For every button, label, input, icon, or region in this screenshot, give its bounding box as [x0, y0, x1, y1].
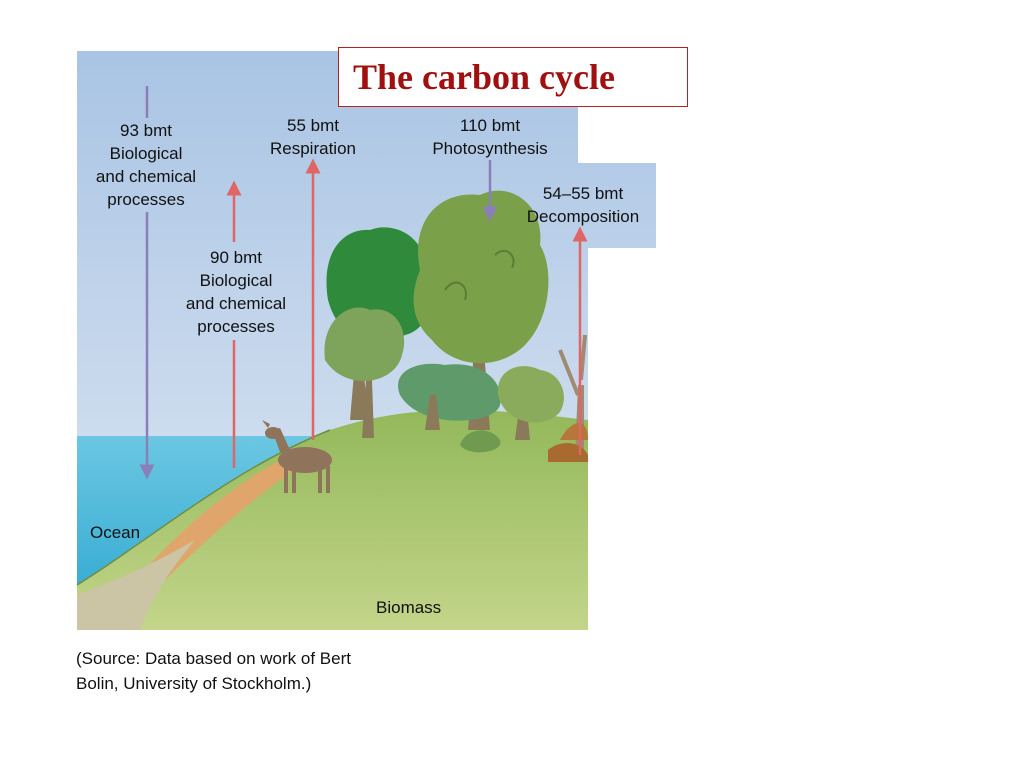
source-note-line1: (Source: Data based on work of Bert	[76, 649, 351, 668]
label-ocean-to-land: 93 bmt Biological and chemical processes	[80, 119, 212, 211]
shoreline	[76, 429, 331, 586]
label-land-to-ocean-line3: and chemical	[185, 294, 287, 313]
label-biomass: Biomass	[376, 596, 441, 619]
label-biomass-text: Biomass	[376, 598, 442, 617]
tree-right-small	[497, 366, 564, 440]
label-land-to-ocean-amount: 90 bmt	[210, 248, 262, 267]
label-photosynthesis-amount: 110 bmt	[459, 116, 521, 135]
label-ocean-to-land-line4: processes	[107, 190, 185, 209]
label-respiration-amount: 55 bmt	[287, 116, 339, 135]
bush-middle	[398, 363, 501, 430]
label-land-to-ocean-line4: processes	[197, 317, 275, 336]
deer	[262, 420, 332, 493]
title-box: The carbon cycle	[338, 47, 688, 107]
label-respiration: 55 bmt Respiration	[252, 114, 374, 160]
label-photosynthesis-name: Photosynthesis	[432, 139, 548, 158]
label-decomposition-amount: 54–55 bmt	[542, 184, 624, 203]
label-ocean-to-land-line2: Biological	[109, 144, 183, 163]
label-ocean-text: Ocean	[90, 523, 141, 542]
tree-front-left	[324, 307, 405, 438]
label-respiration-name: Respiration	[270, 139, 356, 158]
shrub-ground	[460, 430, 501, 453]
source-note-line2: Bolin, University of Stockholm.)	[76, 674, 312, 693]
land-hill	[77, 410, 588, 630]
source-note: (Source: Data based on work of Bert Boli…	[76, 646, 351, 696]
label-land-to-ocean: 90 bmt Biological and chemical processes	[170, 246, 302, 338]
sediment-gray	[77, 540, 195, 630]
label-decomposition: 54–55 bmt Decomposition	[512, 182, 654, 228]
label-ocean-to-land-amount: 93 bmt	[120, 121, 172, 140]
slide-title: The carbon cycle	[353, 57, 615, 97]
label-ocean: Ocean	[90, 521, 140, 544]
label-photosynthesis: 110 bmt Photosynthesis	[412, 114, 568, 160]
label-decomposition-name: Decomposition	[526, 207, 640, 226]
label-land-to-ocean-line2: Biological	[199, 271, 273, 290]
label-ocean-to-land-line3: and chemical	[95, 167, 197, 186]
